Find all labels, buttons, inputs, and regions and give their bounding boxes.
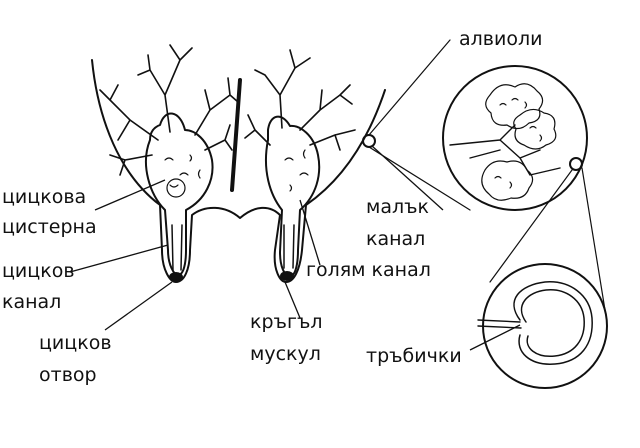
label-sphincter-2: мускул [250,343,321,365]
right-cistern [264,115,321,277]
right-duct-tree [244,49,356,151]
label-tubules: тръбички [366,345,462,367]
label-sphincter-1: кръгъл [250,311,323,333]
left-sphincter [169,272,183,282]
magnify-source-circle-2 [569,157,583,171]
label-teat-opening-1: цицков [39,332,112,354]
label-alveoli: алвиоли [459,28,543,50]
alveoli-circle [442,65,588,211]
right-sphincter [280,271,294,281]
label-small-duct-2: канал [366,228,426,250]
label-teat-canal-1: цицков [2,260,75,282]
tubule-wall [513,281,593,365]
label-small-duct-1: малък [366,196,430,218]
zoom-lines-2 [489,167,606,311]
label-teat-opening-2: отвор [39,364,97,386]
alveoli-ducts [449,124,561,176]
center-septum [230,78,242,192]
label-teat-cistern-1: цицкова [2,186,87,208]
label-teat-cistern-2: цистерна [2,216,97,238]
cistern-texture [164,149,309,198]
right-teat-canal [283,224,295,269]
label-large-duct: голям канал [306,259,431,281]
left-cistern [145,112,214,276]
left-duct-tree [99,44,239,176]
left-teat-canal [171,224,183,271]
label-teat-canal-2: канал [2,291,62,313]
alveoli-clusters [481,83,557,201]
zoom-lines-1 [368,39,471,211]
